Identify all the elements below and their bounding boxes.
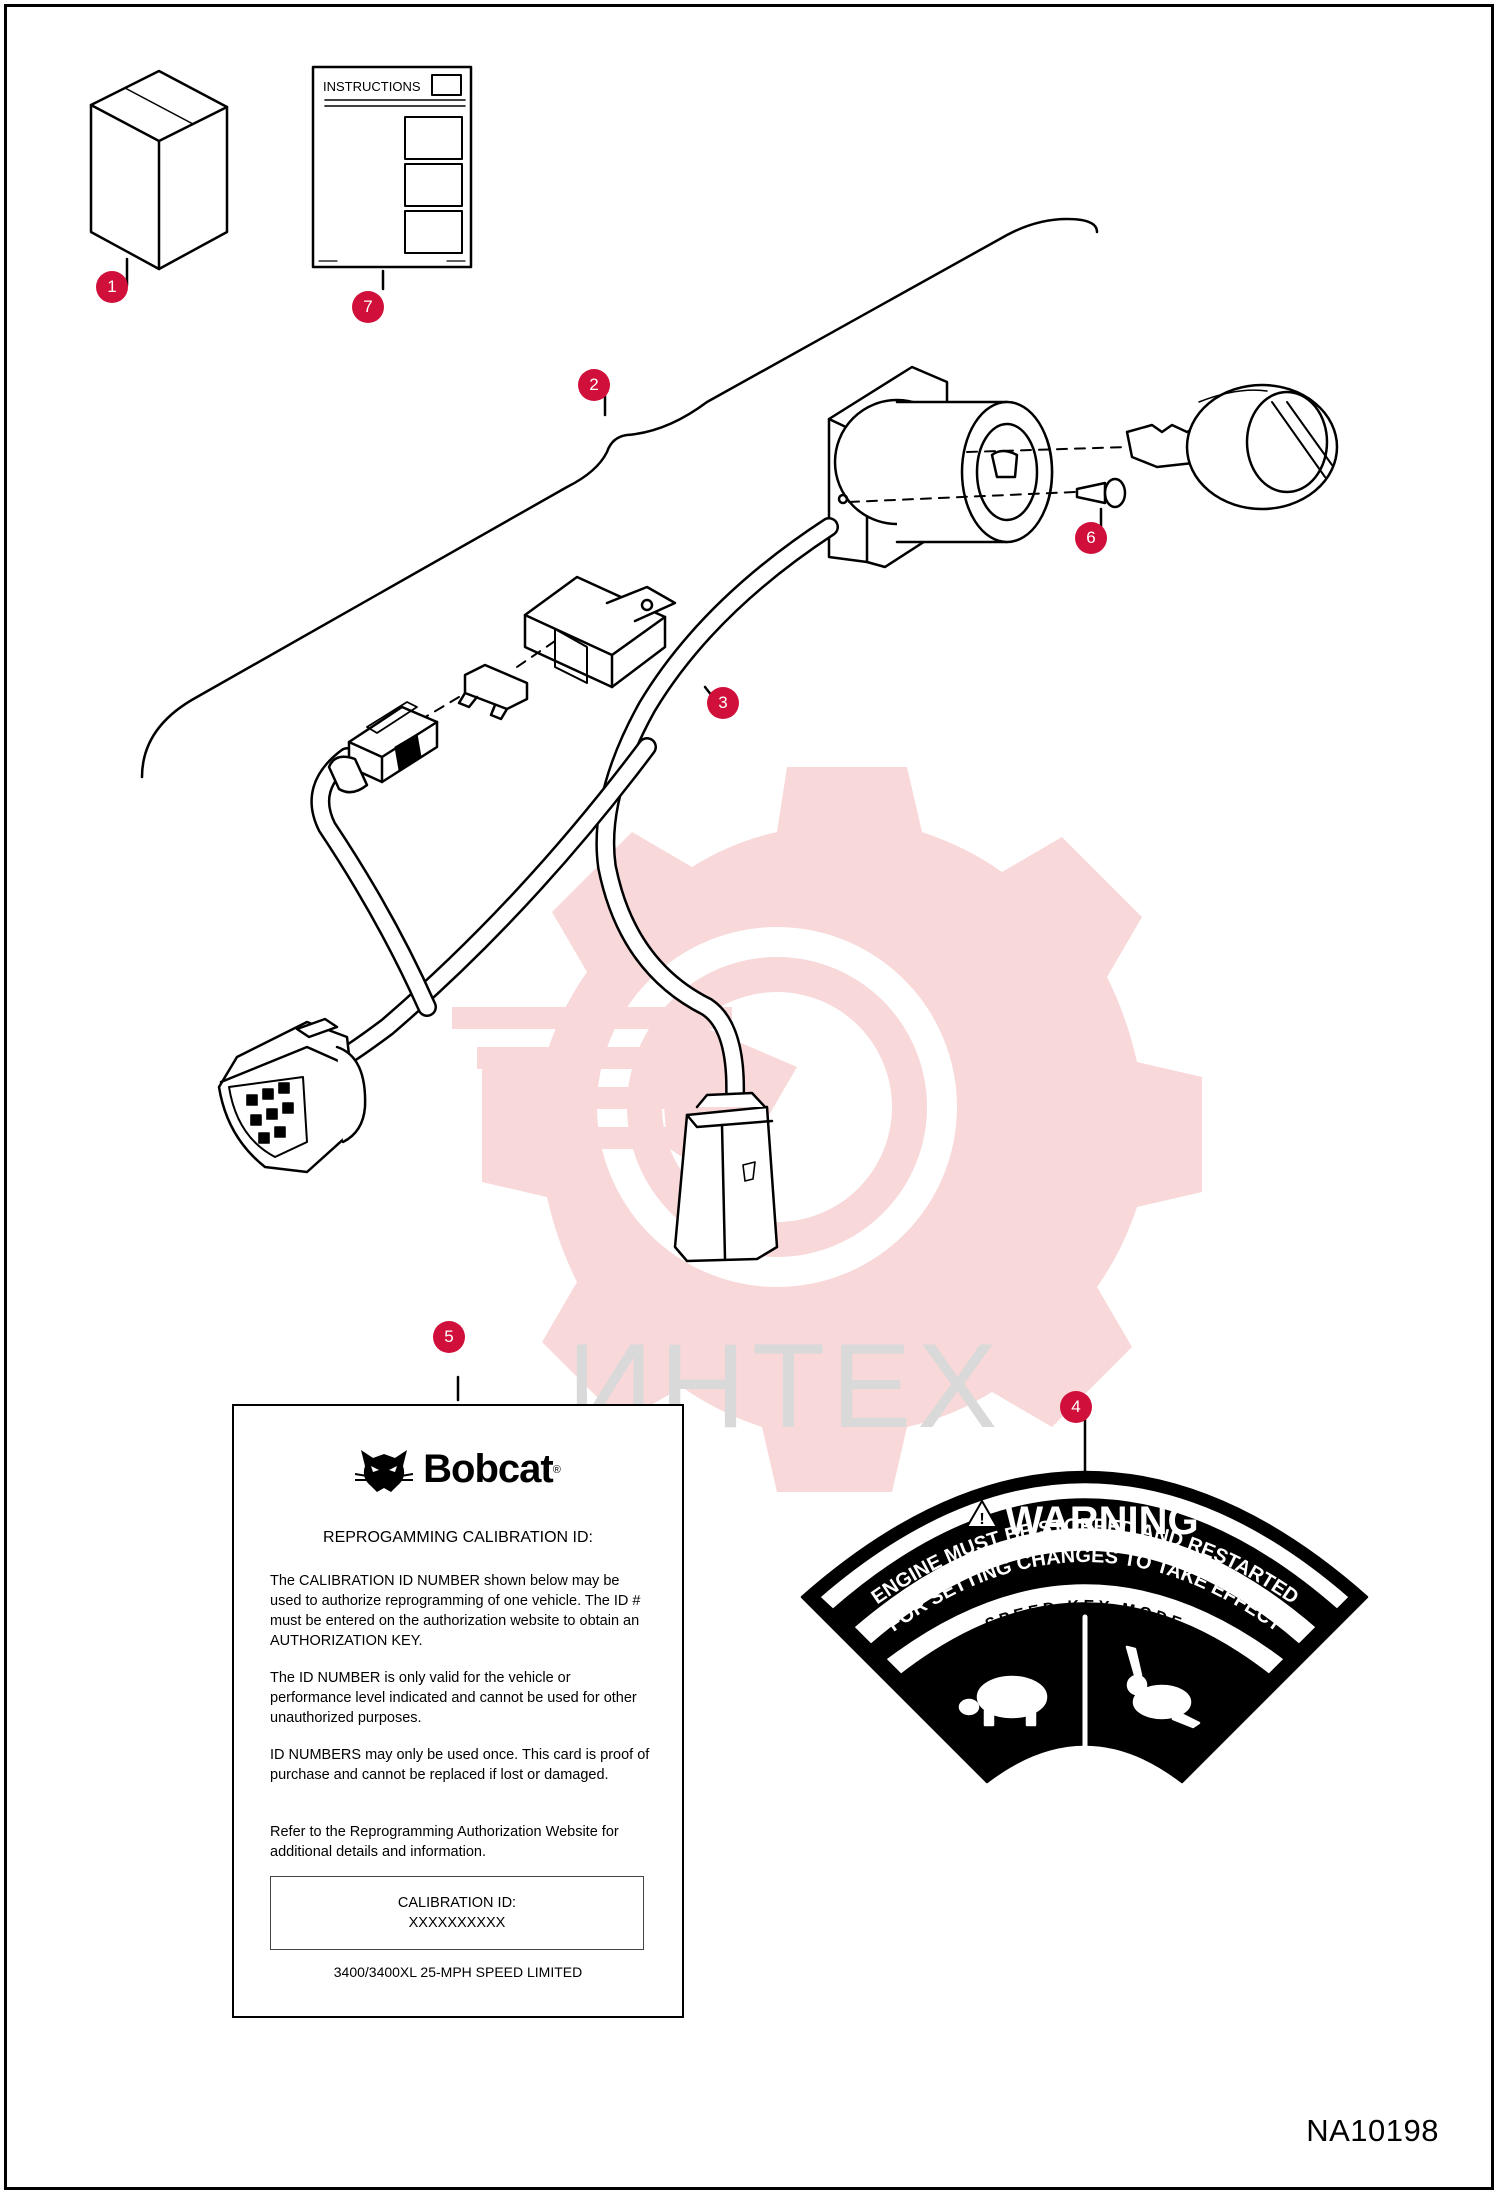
- instructions-title: INSTRUCTIONS: [323, 79, 421, 94]
- calibration-id-value: XXXXXXXXXX: [408, 1915, 506, 1931]
- svg-text:!: !: [979, 1511, 984, 1528]
- fuse-holder-icon: [327, 701, 439, 794]
- card-footer: 3400/3400XL 25-MPH SPEED LIMITED: [333, 1964, 583, 1980]
- warning-decal-text: !: [965, 1498, 999, 1528]
- callout-2[interactable]: 2: [578, 369, 610, 401]
- brand-name: Bobcat: [423, 1447, 554, 1491]
- calibration-id-label: CALIBRATION ID:: [397, 1895, 517, 1911]
- diagram-frame: ! WARNING ENGINE MUST BE STOPPED AND RES…: [4, 4, 1494, 2190]
- box-icon: [89, 69, 229, 287]
- card-paragraph-2: The ID NUMBER is only valid for the vehi…: [270, 1670, 637, 1726]
- speed-key-mode-wrap: SPEED KEY MODE: [983, 1598, 1187, 1634]
- connector-large-icon: [217, 1017, 367, 1174]
- ignition-switch: [827, 365, 1054, 569]
- warning-decal: [800, 1405, 1369, 1784]
- warning-heading: WARNING: [1005, 1499, 1198, 1543]
- connector-small-icon: [673, 1091, 779, 1263]
- callout-6[interactable]: 6: [1075, 522, 1107, 554]
- callout-1[interactable]: 1: [96, 271, 128, 303]
- callout-4[interactable]: 4: [1060, 1391, 1092, 1423]
- card-paragraph-4: Refer to the Reprogramming Authorization…: [270, 1824, 619, 1860]
- screw-icon: [1075, 477, 1127, 533]
- parts-illustration: !: [89, 65, 1369, 1784]
- callout-7[interactable]: 7: [352, 291, 384, 323]
- registered-mark: ®: [552, 1463, 561, 1476]
- calibration-card: Bobcat® REPROGAMMING CALIBRATION ID: The…: [232, 1404, 684, 2018]
- card-title: REPROGAMMING CALIBRATION ID:: [323, 1529, 593, 1546]
- wire-harness: [310, 517, 839, 1107]
- instructions-sheet-icon: [311, 65, 473, 291]
- callout-5[interactable]: 5: [433, 1321, 465, 1353]
- bobcat-head-icon: [355, 1450, 414, 1492]
- speed-key-mode-label: SPEED KEY MODE: [983, 1598, 1183, 1634]
- kit-bracket: [140, 217, 1099, 779]
- turtle-icon: [958, 1675, 1048, 1727]
- brand-logo: Bobcat®: [234, 1444, 682, 1494]
- warning-decal-labels: WARNING ENGINE MUST BE STOPPED AND RESTA…: [323, 79, 1302, 1636]
- fuse-icon: [457, 663, 529, 721]
- key-icon: [1125, 383, 1339, 511]
- callout-3[interactable]: 3: [707, 687, 739, 719]
- rabbit-icon: [1125, 1645, 1201, 1729]
- relay-icon: [523, 575, 677, 689]
- calibration-id-box: CALIBRATION ID: XXXXXXXXXX: [270, 1876, 644, 1950]
- card-paragraph-1: The CALIBRATION ID NUMBER shown below ma…: [270, 1573, 641, 1649]
- card-paragraph-3: ID NUMBERS may only be used once. This c…: [270, 1747, 650, 1783]
- drawing-number: NA10198: [1306, 2113, 1439, 2148]
